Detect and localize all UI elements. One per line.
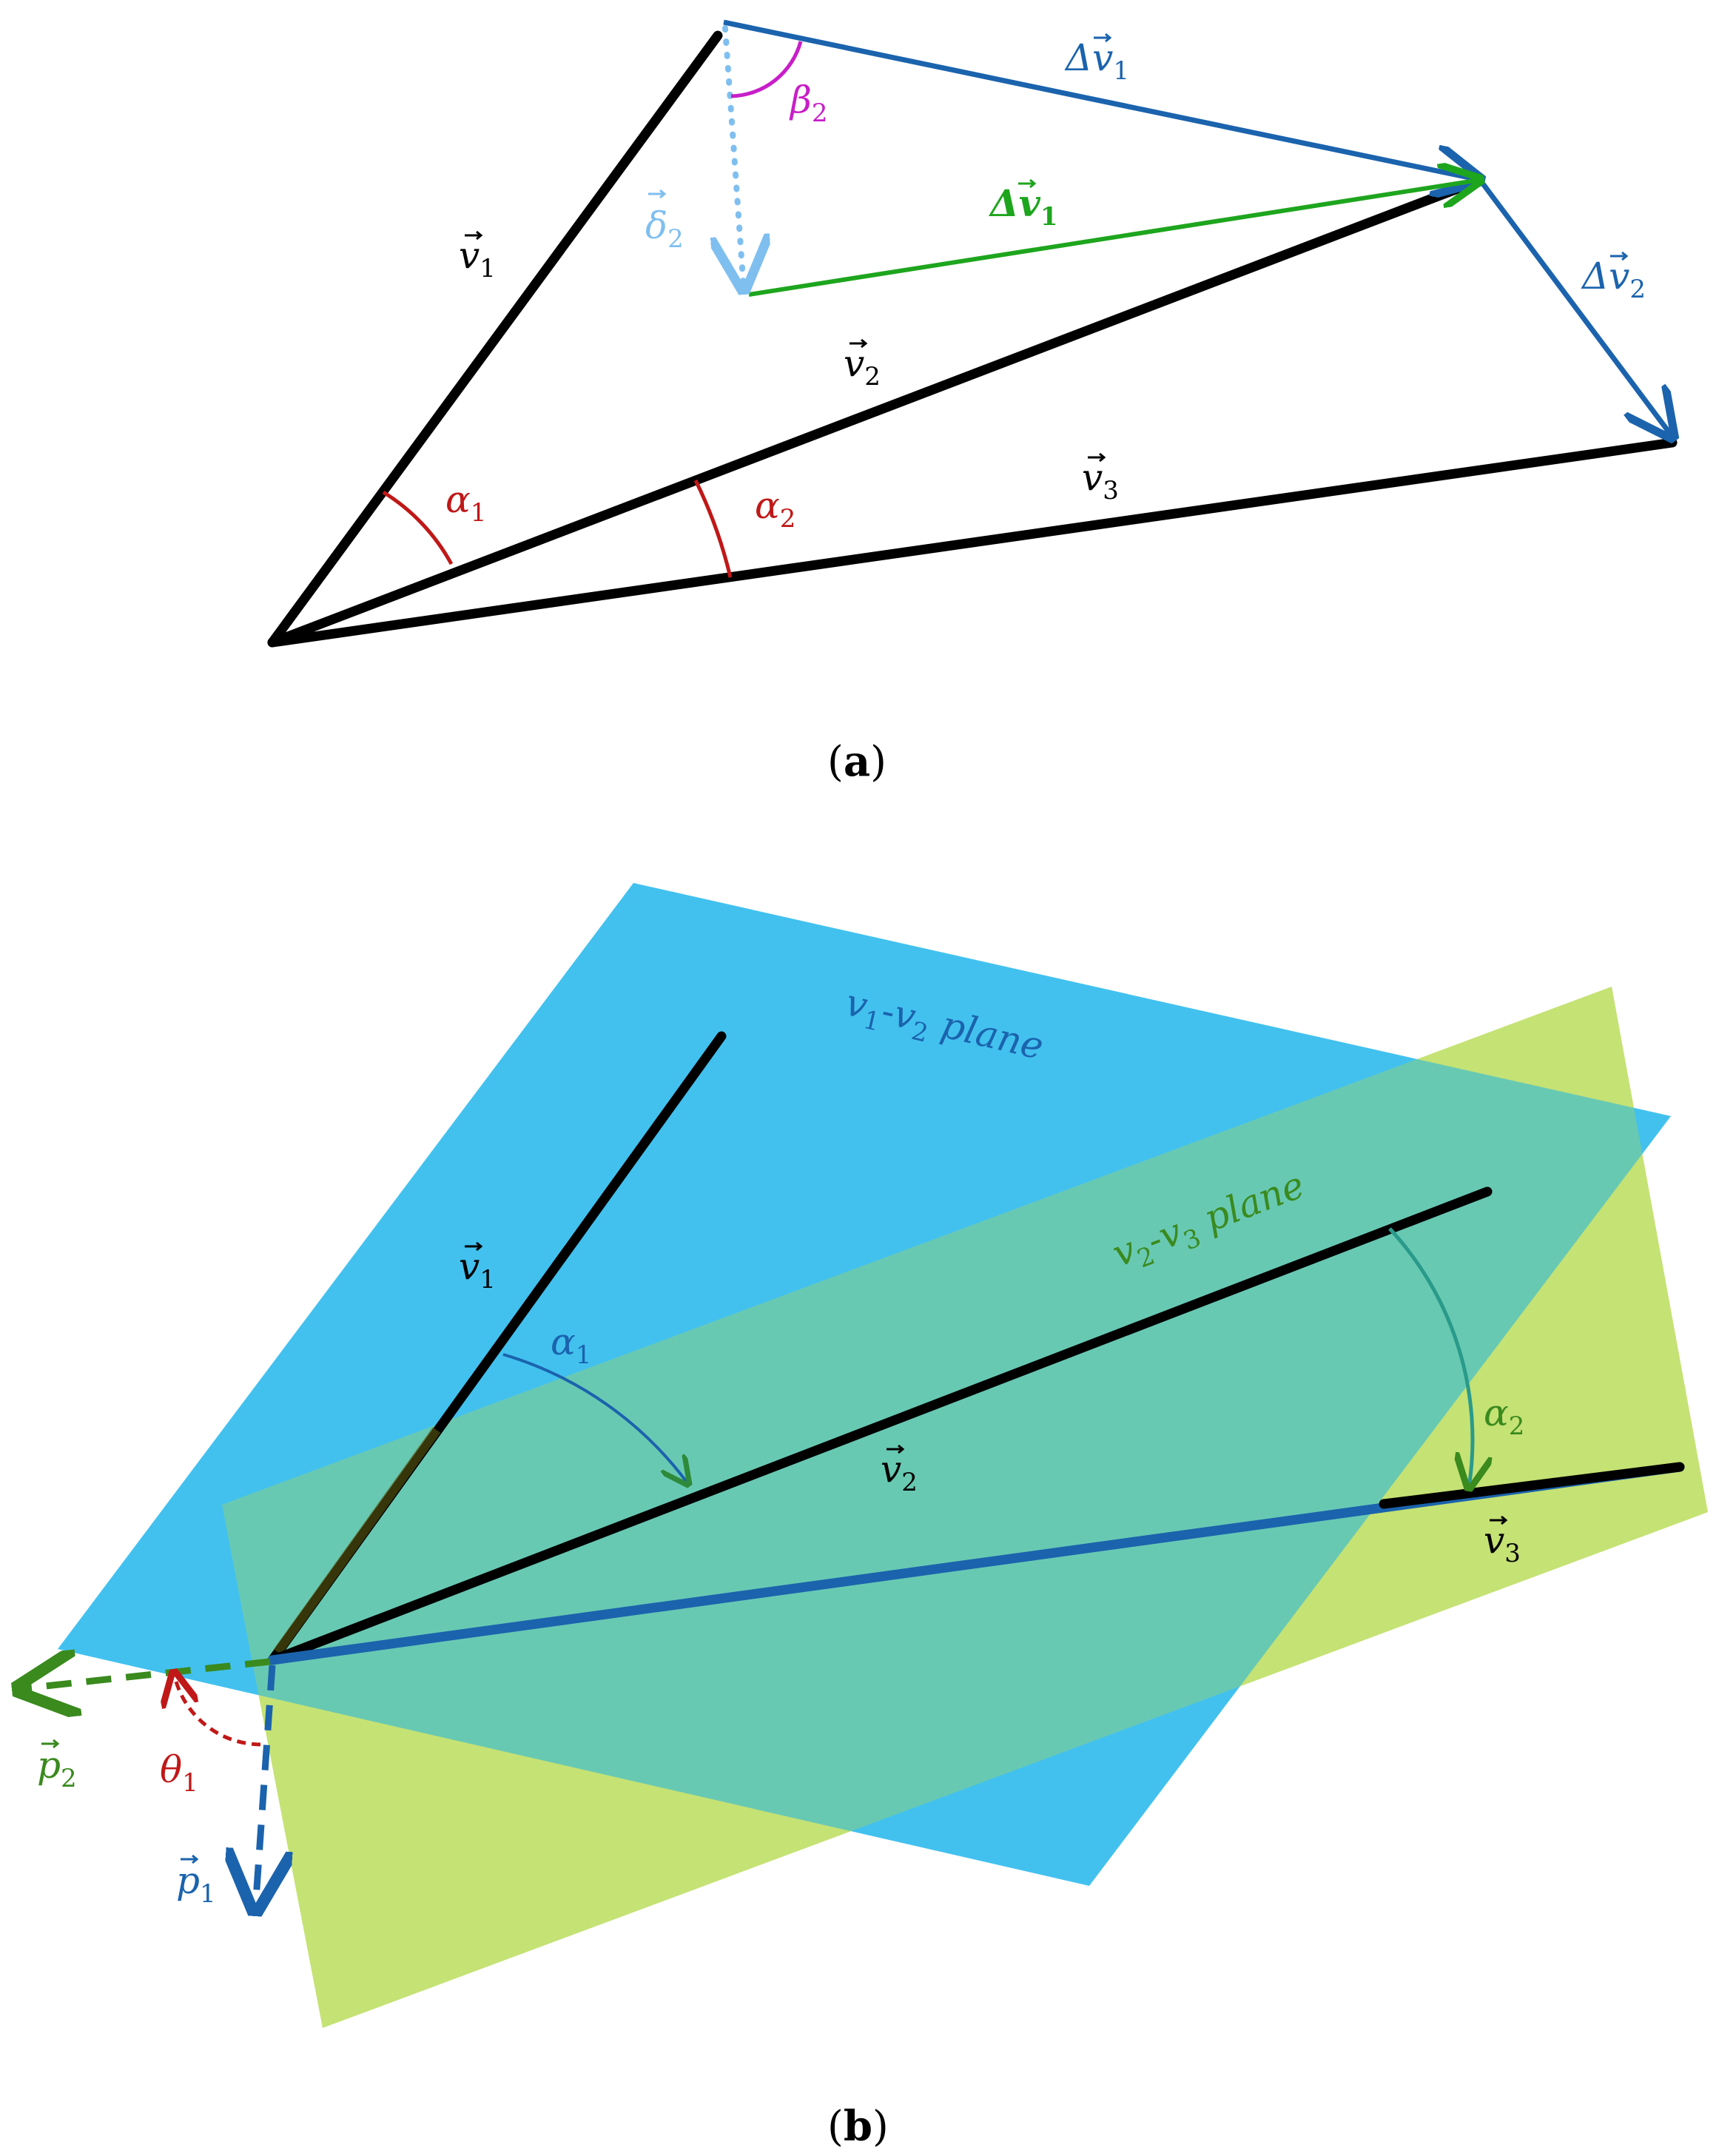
label-ddelta-v1: Δv1 bbox=[988, 181, 1058, 232]
label-beta2: β2 bbox=[789, 78, 828, 128]
caption-b: (b) bbox=[827, 2102, 889, 2151]
vector-delta-v2 bbox=[1478, 178, 1672, 437]
vec-arrow-icon bbox=[1018, 178, 1037, 189]
angle-arc-theta1 bbox=[174, 1673, 261, 1747]
angle-arc-alpha1-b bbox=[502, 1353, 688, 1484]
angle-arc-beta2 bbox=[730, 41, 803, 98]
label-alpha2-b: α2 bbox=[1484, 1391, 1524, 1441]
caption-a: (a) bbox=[827, 737, 886, 786]
angle-arc-alpha1 bbox=[382, 490, 454, 565]
vector-delta2 bbox=[725, 25, 744, 289]
label-alpha1: α1 bbox=[445, 478, 486, 528]
normal-p1 bbox=[255, 1665, 272, 1910]
vec-arrow-icon bbox=[465, 1241, 483, 1252]
label-v2: v2 bbox=[844, 342, 881, 392]
vec-arrow-icon bbox=[1094, 33, 1112, 43]
vector-v1 bbox=[267, 30, 723, 648]
label-v1-b: v1 bbox=[459, 1245, 496, 1294]
label-v2-b: v2 bbox=[881, 1448, 918, 1497]
vec-arrow-icon bbox=[1088, 452, 1106, 463]
label-alpha1-b: α1 bbox=[551, 1320, 591, 1370]
vector-v2-b bbox=[267, 1186, 1493, 1665]
angle-arc-alpha2 bbox=[693, 479, 733, 578]
label-alpha2: α2 bbox=[755, 484, 795, 534]
label-v1: v1 bbox=[459, 234, 496, 283]
vector-v2 bbox=[267, 178, 1476, 648]
label-delta-v2: Δv2 bbox=[1581, 255, 1646, 304]
label-delta-v1: Δv1 bbox=[1064, 36, 1129, 86]
panel-a: v1 v2 v3 Δv1 Δv2 Δv1 δ2 α1 α2 β2 (a) bbox=[267, 19, 1678, 786]
vec-arrow-icon bbox=[1490, 1515, 1508, 1525]
vector-v1-b-shadow bbox=[273, 1427, 441, 1655]
vector-v3 bbox=[267, 437, 1678, 648]
angle-arc-alpha2-b bbox=[1388, 1227, 1473, 1488]
vector-delta-v1 bbox=[723, 19, 1480, 180]
label-p1: p1 bbox=[176, 1859, 216, 1909]
vec-arrow-icon bbox=[41, 1739, 60, 1749]
normal-p2 bbox=[18, 1662, 271, 1689]
label-v3: v3 bbox=[1082, 456, 1119, 506]
label-v3-b: v3 bbox=[1484, 1519, 1521, 1568]
vec-arrow-icon bbox=[850, 338, 868, 349]
vec-arrow-icon bbox=[181, 1854, 199, 1864]
label-theta1: θ1 bbox=[160, 1748, 198, 1798]
vector-v3-b-tip bbox=[1379, 1462, 1685, 1509]
vec-arrow-icon bbox=[886, 1444, 905, 1454]
label-delta2: δ2 bbox=[645, 204, 684, 254]
vec-arrow-icon bbox=[465, 230, 483, 241]
label-p2: p2 bbox=[37, 1744, 77, 1793]
vec-arrow-icon bbox=[1610, 251, 1629, 261]
panel-b: v1-v2 plane v2-v3 plane v1 v2 v3 α1 α2 θ… bbox=[18, 883, 1708, 2151]
vector-ddelta-v1 bbox=[748, 180, 1480, 297]
vec-arrow-icon bbox=[648, 189, 667, 199]
